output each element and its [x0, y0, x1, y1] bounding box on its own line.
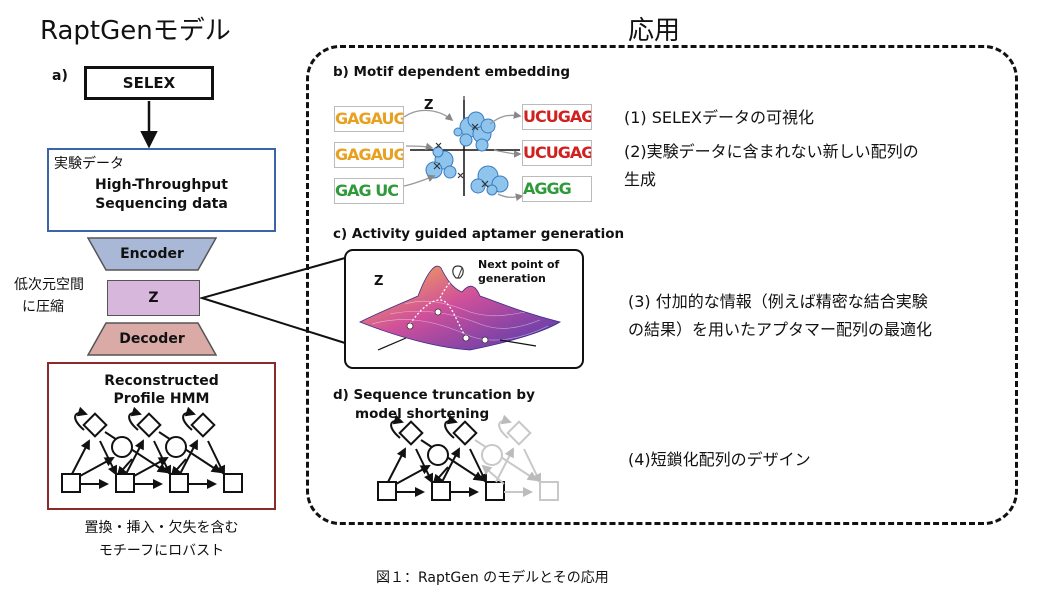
robust-line-1: 置換・挿入・欠失を含む — [84, 520, 239, 536]
compress-note: 低次元空間 に圧縮 — [14, 274, 84, 318]
reconstructed-label: Reconstructed Profile HMM — [49, 372, 274, 408]
panel-b-axis-label: Z — [424, 98, 434, 113]
panel-c-axis-label: Z — [374, 274, 384, 289]
next-point-label: Next point of generation — [478, 258, 559, 286]
profile-hmm-diagram — [61, 406, 243, 493]
selex-box: SELEX — [84, 66, 214, 100]
motif-logo: GAGAUGU — [334, 142, 404, 168]
panel-d-line-2: model shortening — [355, 406, 490, 422]
application-3-line-2: の結果）を用いたアプタマー配列の最適化 — [628, 320, 933, 339]
application-3-line-1: (3) 付加的な情報（例えば精密な結合実験 — [628, 292, 928, 311]
panel-c-label: c) Activity guided aptamer generation — [333, 226, 625, 242]
hts-label: High-Throughput Sequencing data — [49, 176, 274, 214]
application-2-line-2: 生成 — [624, 170, 657, 189]
zoom-wedge — [198, 257, 346, 344]
motif-logo: GAG UC — [334, 178, 404, 204]
panel-d-line-1: d) Sequence truncation by — [333, 387, 535, 403]
truncated-hmm-diagram — [377, 414, 559, 501]
motif-logo: UCUGAG — [522, 140, 592, 166]
panel-a-label: a) — [52, 68, 68, 84]
reconstructed-hmm-box: Reconstructed Profile HMM — [47, 362, 276, 510]
application-2: (2)実験データに含まれない新しい配列の 生成 — [624, 138, 919, 194]
motif-logo: AGGG UC — [522, 176, 592, 202]
applications-frame — [306, 45, 1018, 525]
panel-d-label: d) Sequence truncation by model shorteni… — [333, 386, 535, 424]
compress-line-1: 低次元空間 — [14, 277, 84, 293]
encoder-shape — [86, 237, 218, 271]
figure-caption: 図１：RaptGen のモデルとその応用 — [376, 570, 609, 586]
next-point-line-2: generation — [478, 272, 546, 285]
motif-logo: GAGAUGU — [334, 106, 404, 132]
experiment-data-label: 実験データ — [54, 156, 124, 172]
recon-line-2: Profile HMM — [113, 391, 210, 407]
robust-line-2: モチーフにロバスト — [98, 543, 225, 559]
application-1: (1) SELEXデータの可視化 — [624, 108, 815, 127]
motif-logos-left: GAGAUGU GAGAUGU GAG UC — [334, 106, 404, 204]
decoder-shape — [86, 322, 218, 356]
application-3: (3) 付加的な情報（例えば精密な結合実験 の結果）を用いたアプタマー配列の最適… — [628, 288, 932, 344]
motif-logos-right: UCUGAG UCUGAG AGGG UC — [522, 104, 592, 202]
right-title: 応用 — [628, 16, 681, 46]
next-point-line-1: Next point of — [478, 258, 560, 271]
hts-line-2: Sequencing data — [95, 196, 228, 212]
experiment-data-box: 実験データ High-Throughput Sequencing data — [47, 148, 276, 232]
latent-z-box: Z — [107, 280, 200, 316]
application-4: (4)短鎖化配列のデザイン — [628, 450, 811, 469]
left-title: RaptGenモデル — [40, 16, 231, 46]
hts-line-1: High-Throughput — [95, 177, 228, 193]
panel-b-label: b) Motif dependent embedding — [333, 64, 571, 80]
embedding-plot — [403, 96, 524, 202]
recon-line-1: Reconstructed — [104, 373, 219, 389]
landscape-panel — [344, 249, 584, 369]
encoder-label: Encoder — [120, 246, 184, 262]
motif-logo: UCUGAG — [522, 104, 592, 130]
decoder-label: Decoder — [119, 331, 185, 347]
compress-line-2: に圧縮 — [22, 299, 64, 315]
robust-note: 置換・挿入・欠失を含む モチーフにロバスト — [47, 517, 276, 563]
application-2-line-1: (2)実験データに含まれない新しい配列の — [624, 142, 919, 161]
